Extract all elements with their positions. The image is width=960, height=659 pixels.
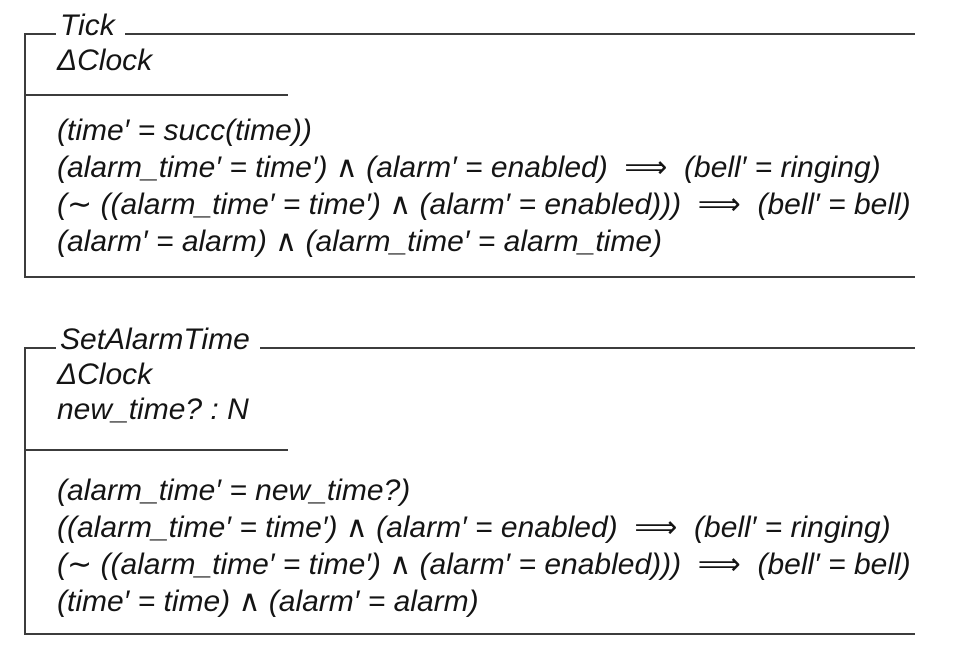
schema-divider-rule (26, 449, 288, 451)
schema-body: ΔClock (time′ = succ(time)) (alarm_time′… (24, 33, 915, 278)
schema-predicates: (time′ = succ(time)) (alarm_time′ = time… (57, 112, 915, 260)
schema-top-rule (124, 33, 915, 35)
schema-declarations: ΔClock (57, 33, 915, 78)
schema-predicate: (∼ ((alarm_time′ = time′) ∧ (alarm′ = en… (57, 548, 911, 581)
schema-predicate: (time′ = time) ∧ (alarm′ = alarm) (57, 585, 479, 618)
schema-titlebar: SetAlarmTime (24, 323, 915, 358)
schema-name: Tick (60, 9, 115, 42)
schema-declaration: ΔClock (57, 44, 153, 77)
schema-declaration: new_time? : N (57, 393, 249, 426)
z-schema-tick: Tick ΔClock (time′ = succ(time)) (alarm_… (24, 9, 915, 278)
schema-top-rule-lead (24, 347, 56, 349)
schema-predicate: (alarm_time′ = time′) ∧ (alarm′ = enable… (57, 151, 881, 184)
schema-predicate: (alarm_time′ = new_time?) (57, 474, 411, 507)
z-schema-setalarmtime: SetAlarmTime ΔClock new_time? : N (alarm… (24, 323, 915, 635)
schema-titlebar: Tick (24, 9, 915, 44)
schema-name: SetAlarmTime (60, 323, 250, 356)
schema-top-rule (259, 347, 915, 349)
schema-declaration: ΔClock (57, 358, 153, 391)
schema-predicate: (time′ = succ(time)) (57, 114, 312, 147)
schema-top-rule-lead (24, 33, 56, 35)
schema-predicates: (alarm_time′ = new_time?) ((alarm_time′ … (57, 472, 915, 620)
schema-divider-rule (26, 94, 288, 96)
schema-declarations: ΔClock new_time? : N (57, 347, 915, 427)
schema-predicate: ((alarm_time′ = time′) ∧ (alarm′ = enabl… (57, 511, 891, 544)
schema-body: ΔClock new_time? : N (alarm_time′ = new_… (24, 347, 915, 635)
schema-predicate: (∼ ((alarm_time′ = time′) ∧ (alarm′ = en… (57, 188, 911, 221)
schema-predicate: (alarm′ = alarm) ∧ (alarm_time′ = alarm_… (57, 225, 662, 258)
